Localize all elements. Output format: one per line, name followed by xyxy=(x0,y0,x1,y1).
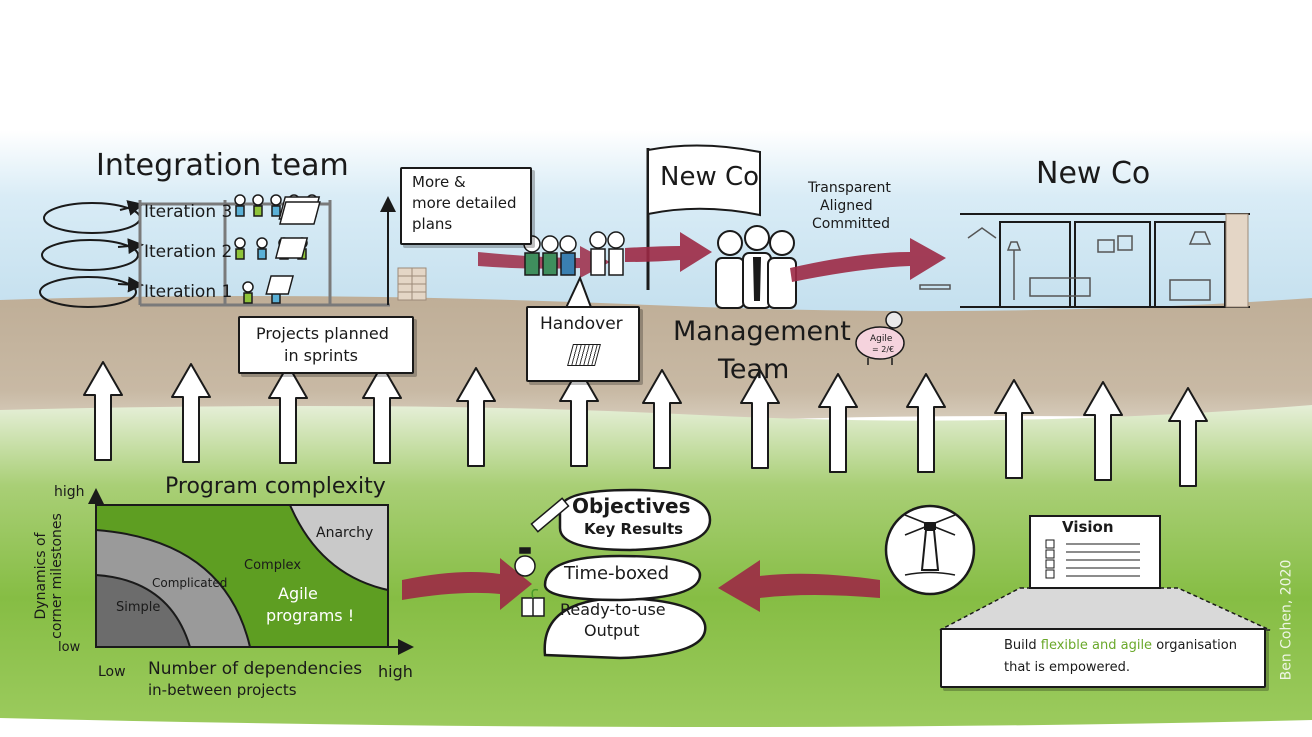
handover-pointer xyxy=(564,275,593,311)
empowered-note: Build flexible and agile organisation th… xyxy=(940,628,1266,688)
lighthouse-badge xyxy=(884,504,976,596)
y-high-label: high xyxy=(54,484,85,500)
red-arrow xyxy=(625,232,712,272)
plans-note-line1: More & xyxy=(412,173,466,191)
house-furniture xyxy=(919,227,1212,301)
handover-label: Handover xyxy=(540,314,623,334)
up-arrow-icon xyxy=(818,373,858,473)
up-arrow-icon xyxy=(171,363,211,463)
newco-title: New Co xyxy=(1036,156,1151,191)
newco-house xyxy=(960,213,1250,308)
plan-documents xyxy=(265,196,321,295)
vision-title: Vision xyxy=(1062,518,1114,536)
build-line1: Build flexible and agile organisation xyxy=(1004,638,1237,653)
agile-line1: Agile xyxy=(278,584,318,603)
outcome-stack xyxy=(543,488,712,660)
up-arrows xyxy=(83,361,1208,487)
plans-note: More & more detailed plans xyxy=(400,167,532,245)
gift-box-icon xyxy=(521,588,545,617)
build-prefix: Build xyxy=(1004,638,1041,653)
management-line2: Team xyxy=(718,354,790,385)
up-arrow-icon xyxy=(1168,387,1208,487)
up-arrow-icon xyxy=(906,373,946,473)
plans-note-line2: more detailed xyxy=(412,194,517,212)
sprints-note: Projects planned in sprints xyxy=(238,316,414,374)
up-arrow-icon xyxy=(268,364,308,464)
output-line2: Output xyxy=(584,621,640,640)
brick-wall xyxy=(397,267,427,301)
newco-flag xyxy=(646,144,761,290)
up-arrow-icon xyxy=(1083,381,1123,481)
red-arrow xyxy=(790,238,946,282)
ruler-icon xyxy=(530,497,570,533)
up-arrow-icon xyxy=(362,364,402,464)
red-arrow xyxy=(402,558,532,610)
management-people xyxy=(715,225,797,309)
complexity-title: Program complexity xyxy=(165,474,386,499)
up-arrow-icon xyxy=(994,379,1034,479)
up-arrow-icon xyxy=(740,369,780,469)
build-highlight: flexible and agile xyxy=(1040,638,1153,653)
flag-label: New Co xyxy=(660,162,760,192)
signature: Ben Cohen, 2020 xyxy=(1278,559,1295,681)
iteration-3-label: Iteration 3 xyxy=(144,202,233,222)
red-arrow xyxy=(718,560,880,612)
zone-simple-label: Simple xyxy=(116,600,161,615)
vision-board xyxy=(939,515,1271,631)
output-line1: Ready-to-use xyxy=(560,600,666,619)
y-axis-line1: Dynamics of xyxy=(33,532,49,620)
management-line1: Management xyxy=(673,316,851,347)
document-icon xyxy=(274,237,309,259)
build-suffix: organisation xyxy=(1152,638,1237,653)
up-arrow-icon xyxy=(642,369,682,469)
document-icon xyxy=(265,275,294,295)
alignment-line3: Committed xyxy=(812,216,890,232)
document-stack-icon xyxy=(567,344,601,366)
x-low-label: Low xyxy=(98,664,126,680)
alignment-line1: Transparent xyxy=(808,180,891,196)
iteration-1-label: Iteration 1 xyxy=(144,282,233,302)
okr-line1: Objectives xyxy=(572,494,691,518)
house-brick-wall xyxy=(1225,213,1249,308)
alignment-line2: Aligned xyxy=(820,198,873,214)
y-axis-line2: corner milestones xyxy=(49,513,65,639)
agile-line2: programs ! xyxy=(266,606,355,625)
lighthouse-icon xyxy=(920,529,940,571)
zone-complex-label: Complex xyxy=(244,558,302,573)
sprints-note-line2: in sprints xyxy=(284,346,358,365)
y-axis-title: Dynamics of corner milestones xyxy=(33,501,65,651)
complexity-chart xyxy=(88,488,414,655)
timeboxed-label: Time-boxed xyxy=(564,563,670,584)
zone-complicated-label: Complicated xyxy=(152,576,228,590)
piggy-line2: = 2/€ xyxy=(872,345,895,354)
stopwatch-icon xyxy=(514,547,536,577)
iteration-2-label: Iteration 2 xyxy=(144,242,233,262)
x-axis-line2: in-between projects xyxy=(148,681,297,699)
y-low-label: low xyxy=(58,640,81,655)
sprints-note-line1: Projects planned xyxy=(256,324,389,343)
up-arrow-icon xyxy=(83,361,123,461)
piggy-line1: Agile xyxy=(870,334,893,344)
zone-anarchy xyxy=(288,504,389,592)
plans-note-line3: plans xyxy=(412,215,453,233)
integration-team-title: Integration team xyxy=(96,148,349,183)
build-line2: that is empowered. xyxy=(1004,660,1130,675)
x-axis-line1: Number of dependencies xyxy=(148,659,363,679)
up-arrow-icon xyxy=(559,367,599,467)
up-arrow-icon xyxy=(456,367,496,467)
okr-line2: Key Results xyxy=(584,520,684,538)
zone-anarchy-label: Anarchy xyxy=(316,525,374,541)
x-high-label: high xyxy=(378,662,413,681)
handover-note: Handover xyxy=(526,306,640,382)
piggy-bank-icon xyxy=(855,311,905,365)
